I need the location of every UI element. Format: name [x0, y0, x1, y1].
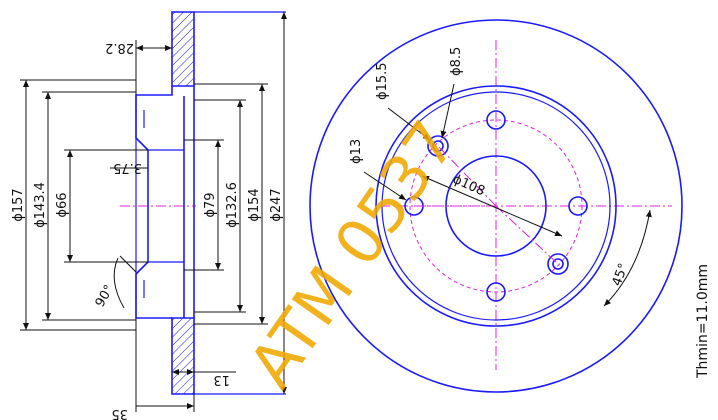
dim-66: ϕ66	[55, 192, 70, 217]
disc-edge-ext	[194, 11, 286, 395]
dim-28-2: 28.2	[105, 40, 134, 55]
bolt-hole-inner	[432, 140, 444, 152]
dim-hole-8-5: ϕ8.5	[449, 47, 464, 76]
dim-pcd-108: ϕ108	[450, 172, 487, 199]
bolt-hole	[568, 196, 588, 216]
outer-disc-circle	[309, 19, 683, 393]
dim-angle-45: 45°	[610, 261, 632, 288]
hat-outer-circle	[381, 91, 611, 321]
friction-ring-bottom	[171, 317, 195, 395]
bolt-hole	[486, 282, 506, 302]
bolt-hole	[486, 110, 506, 130]
dim-35: 35	[111, 406, 128, 420]
hat-outline	[135, 86, 173, 319]
dim-13: 13	[213, 372, 230, 387]
friction-inner-circle	[375, 85, 617, 327]
section-view: ϕ157 ϕ143.4 ϕ66 ϕ79 ϕ132.6 ϕ154 ϕ247 28.…	[11, 11, 287, 420]
leader-13	[363, 171, 407, 201]
friction-ring-top	[171, 11, 195, 87]
bolt-hole	[427, 135, 449, 157]
dim-3-75: 3.75	[113, 160, 142, 175]
dim-157: ϕ157	[11, 188, 26, 221]
thickness-min-label: Thmin=11.0mm	[695, 264, 711, 379]
bolt-holes	[404, 110, 588, 302]
bolt-circle	[409, 119, 583, 293]
dim-247: ϕ247	[269, 188, 284, 221]
dim-79: ϕ79	[203, 192, 218, 217]
bolt-hole-inner	[552, 258, 564, 270]
dim-143-4: ϕ143.4	[33, 182, 48, 228]
angle-arc-45	[603, 209, 652, 307]
dim-132-6: ϕ132.6	[225, 182, 240, 228]
leader-8-5	[440, 83, 455, 139]
bolt-hole	[547, 253, 569, 275]
dim-angle-90: 90°	[93, 283, 118, 310]
pcd-dim-line	[421, 175, 563, 237]
dim-hole-15-5: ϕ15.5	[375, 62, 390, 100]
dim-154: ϕ154	[247, 188, 262, 221]
leader-15-5	[387, 107, 431, 141]
diameter-dimensions	[20, 12, 287, 394]
hub-face-lines	[148, 149, 184, 263]
dim-hole-13: ϕ13	[349, 139, 364, 164]
angle-arc-90	[113, 257, 125, 309]
